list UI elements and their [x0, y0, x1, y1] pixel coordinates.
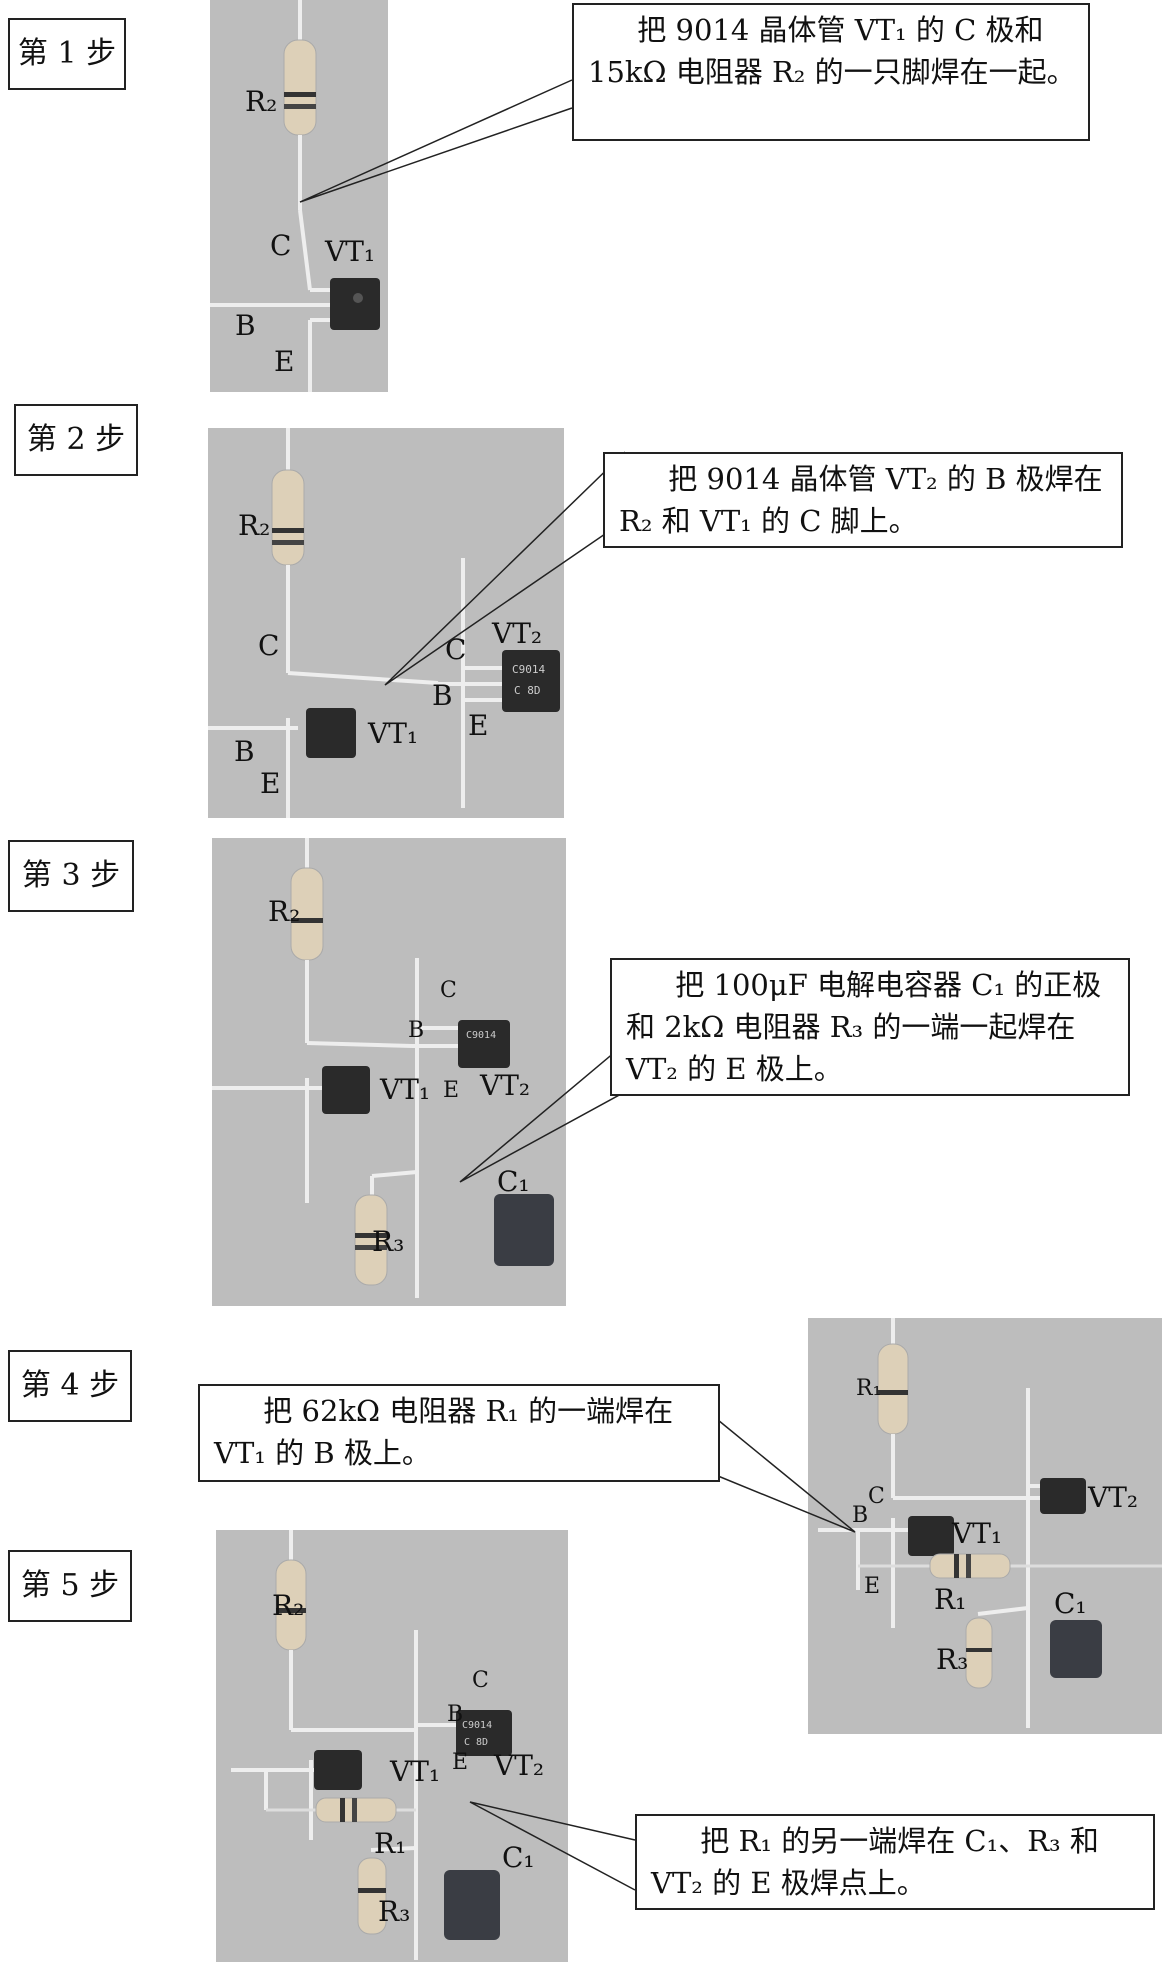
photo5-label-e: E — [452, 1750, 469, 1775]
photo3-label-vt2: VT₂ — [480, 1069, 531, 1102]
photo4-label-e: E — [864, 1574, 881, 1599]
photo4-label-c1: C₁ — [1054, 1587, 1087, 1620]
photo3-label-e: E — [443, 1078, 460, 1103]
photo3-marking-c9014: C9014 — [466, 1030, 496, 1041]
step-3-label: 第 3 步 — [8, 840, 134, 912]
photo5-marking-c9014: C9014 — [462, 1720, 492, 1731]
photo1-label-c: C — [270, 229, 292, 262]
photo2-label-b-left: B — [234, 735, 255, 768]
photo3-label-c: C — [440, 978, 457, 1003]
photo5-label-c1: C₁ — [502, 1841, 535, 1874]
step-5-photo: C9014 C 8D — [216, 1530, 568, 1962]
step-1-label: 第 1 步 — [8, 18, 126, 90]
step-1-assembly-drawing — [210, 0, 380, 392]
photo2-marking-c8d: C 8D — [514, 684, 541, 697]
photo4-label-r1: R₁ — [934, 1583, 967, 1616]
photo4-label-vt1: VT₁ — [952, 1517, 1003, 1550]
photo2-label-vt2: VT₂ — [492, 617, 543, 650]
step-2-label: 第 2 步 — [14, 404, 138, 476]
photo1-label-vt1: VT₁ — [325, 235, 376, 268]
photo2-label-vt1: VT₁ — [368, 717, 419, 750]
photo5-label-r2: R₂ — [272, 1589, 305, 1622]
photo2-label-e-left: E — [260, 767, 281, 800]
photo4-label-r1-top: R₁ — [856, 1376, 882, 1401]
photo3-label-b: B — [408, 1018, 425, 1043]
photo4-label-r3: R₃ — [936, 1643, 969, 1676]
photo2-label-c-left: C — [258, 629, 280, 662]
step-4-instruction: 把 62kΩ 电阻器 R₁ 的一端焊在 VT₁ 的 B 极上。 — [198, 1384, 720, 1482]
photo2-label-c-right: C — [445, 633, 467, 666]
photo1-label-r2: R₂ — [245, 85, 278, 118]
photo1-label-b: B — [235, 309, 256, 342]
photo4-label-vt2: VT₂ — [1088, 1481, 1139, 1514]
photo1-label-e: E — [274, 345, 295, 378]
step-1-instruction: 把 9014 晶体管 VT₁ 的 C 极和 15kΩ 电阻器 R₂ 的一只脚焊在… — [572, 3, 1090, 141]
photo2-label-b-right: B — [432, 679, 453, 712]
photo2-label-e-right: E — [468, 709, 489, 742]
photo3-label-r3: R₃ — [372, 1225, 405, 1258]
step-5-assembly-drawing: C9014 C 8D — [231, 1530, 512, 1960]
step-2-assembly-drawing: C9014 C 8D — [208, 428, 560, 818]
step-2-photo: C9014 C 8D — [208, 428, 564, 818]
photo5-label-b: B — [447, 1702, 464, 1727]
photo5-label-r3: R₃ — [378, 1895, 411, 1928]
step-3-assembly-drawing: C9014 — [212, 838, 554, 1298]
photo5-label-r1: R₁ — [374, 1827, 407, 1860]
photo3-label-c1: C₁ — [497, 1165, 530, 1198]
step-5-instruction: 把 R₁ 的另一端焊在 C₁、R₃ 和 VT₂ 的 E 极焊点上。 — [635, 1814, 1155, 1910]
step-3-instruction: 把 100μF 电解电容器 C₁ 的正极和 2kΩ 电阻器 R₃ 的一端一起焊在… — [610, 958, 1130, 1096]
photo2-label-r2: R₂ — [238, 509, 271, 542]
step-4-label: 第 4 步 — [8, 1350, 132, 1422]
photo3-label-r2: R₂ — [268, 895, 301, 928]
step-4-assembly-drawing — [818, 1318, 1162, 1728]
photo2-marking-c9014: C9014 — [512, 663, 545, 676]
step-2-instruction: 把 9014 晶体管 VT₂ 的 B 极焊在 R₂ 和 VT₁ 的 C 脚上。 — [603, 452, 1123, 548]
photo5-marking-c8d: C 8D — [464, 1737, 488, 1748]
photo4-label-c: C — [868, 1484, 885, 1509]
photo5-label-vt2: VT₂ — [494, 1749, 545, 1782]
photo5-label-c: C — [472, 1668, 489, 1693]
photo4-label-b: B — [852, 1503, 869, 1528]
step-1-photo — [210, 0, 388, 392]
step-4-photo — [808, 1318, 1162, 1734]
step-5-label: 第 5 步 — [8, 1550, 132, 1622]
photo3-label-vt1: VT₁ — [380, 1073, 431, 1106]
step-3-photo: C9014 — [212, 838, 566, 1306]
photo5-label-vt1: VT₁ — [390, 1755, 441, 1788]
